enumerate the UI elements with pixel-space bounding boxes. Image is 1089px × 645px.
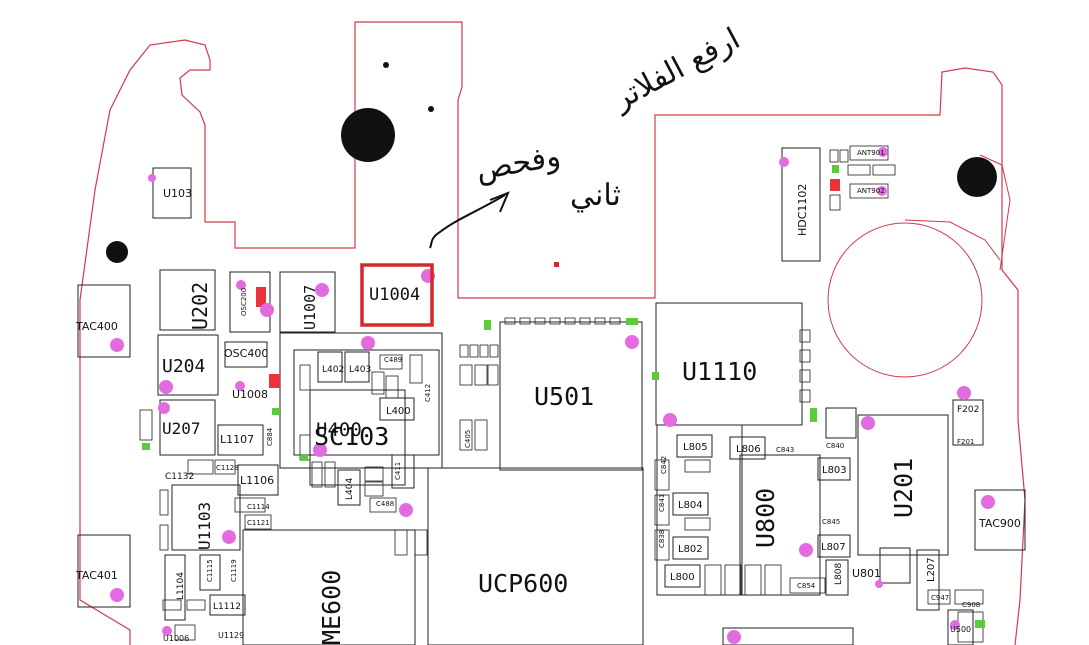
highlight-box: [360, 263, 434, 327]
label-L803: L803: [822, 465, 847, 476]
label-C854: C854: [797, 582, 816, 590]
label-ANT902: ANT902: [857, 187, 885, 195]
label-F202: F202: [957, 405, 979, 415]
label-U1103: U1103: [195, 502, 214, 550]
label-C838: C838: [658, 530, 666, 548]
label-TAC900: TAC900: [978, 517, 1021, 530]
handwritten-note: ارفع الفلاتر وفحص ثاني: [429, 21, 746, 249]
label-C1128: C1128: [216, 464, 239, 472]
label-L806: L806: [736, 444, 761, 455]
label-C1119: C1119: [230, 559, 238, 582]
label-C489: C489: [384, 356, 402, 364]
label-L1112: L1112: [213, 602, 241, 612]
label-C1115: C1115: [206, 559, 214, 582]
green-pads: [142, 165, 985, 628]
label-C841: C841: [658, 494, 666, 512]
note-line-bottom: ثاني: [570, 178, 621, 213]
label-C1121: C1121: [247, 519, 270, 527]
label-C488: C488: [376, 500, 394, 508]
label-U1008: U1008: [232, 388, 268, 401]
label-C405: C405: [464, 430, 472, 448]
label-ME600: ME600: [317, 570, 346, 645]
note-line-top: ارفع الفلاتر: [606, 21, 746, 118]
passive-pads: [139, 145, 984, 643]
label-TAC400: TAC400: [75, 320, 118, 333]
label-L1107: L1107: [220, 433, 254, 446]
label-C908: C908: [962, 601, 980, 609]
test-points: [110, 147, 995, 644]
label-L800: L800: [670, 572, 695, 583]
label-L1106: L1106: [240, 474, 274, 487]
label-F201: F201: [957, 438, 974, 446]
label-L802: L802: [678, 544, 703, 555]
mounting-hole: [341, 108, 395, 162]
label-L402: L402: [322, 365, 344, 375]
label-U201: U201: [889, 458, 918, 518]
label-U501: U501: [534, 382, 594, 411]
mounting-hole: [106, 241, 128, 263]
label-OSC200: OSC200: [240, 288, 248, 316]
label-U202: U202: [188, 282, 212, 330]
label-OSC400: OSC400: [224, 347, 268, 360]
label-U400: U400: [316, 419, 362, 441]
mounting-hole: [957, 157, 997, 197]
label-U800: U800: [751, 488, 780, 548]
label-L807: L807: [821, 542, 846, 553]
label-ANT901: ANT901: [857, 149, 885, 157]
label-L403: L403: [349, 365, 371, 375]
label-C840: C840: [826, 442, 844, 450]
label-U500: U500: [950, 625, 971, 634]
speaker-cutout: [827, 222, 983, 378]
label-U801: U801: [852, 567, 881, 580]
label-C947: C947: [931, 594, 949, 602]
label-C843: C843: [776, 446, 794, 454]
label-C411: C411: [394, 462, 402, 480]
label-C884: C884: [266, 427, 274, 446]
label-HDC1102: HDC1102: [796, 184, 809, 236]
note-line-middle: وفحص: [473, 139, 563, 188]
label-U207: U207: [162, 419, 201, 438]
component-labels: U501 U1110 UCP600 SC103 U400 ME600 U201 …: [75, 149, 1021, 645]
label-L804: L804: [678, 500, 703, 511]
label-TAC401: TAC401: [75, 569, 118, 582]
label-L400: L400: [386, 406, 411, 417]
label-L404: L404: [345, 478, 355, 500]
red-pads: [256, 179, 840, 388]
label-U204: U204: [162, 356, 205, 377]
label-U1007: U1007: [301, 285, 319, 330]
label-C412: C412: [424, 384, 432, 402]
label-UCP600: UCP600: [478, 569, 568, 598]
label-L207: L207: [926, 557, 937, 582]
label-SC103: SC103: [314, 422, 389, 451]
label-C1132: C1132: [165, 472, 194, 482]
label-U1129: U1129: [218, 631, 244, 640]
board-outline: [79, 21, 1026, 645]
label-U1006: U1006: [163, 634, 189, 643]
label-L1104: L1104: [176, 572, 186, 600]
label-C845: C845: [822, 518, 840, 526]
label-U1110: U1110: [682, 357, 757, 386]
label-C842: C842: [660, 456, 668, 474]
label-C1114: C1114: [247, 503, 270, 511]
label-L805: L805: [683, 442, 708, 453]
label-U103: U103: [163, 187, 192, 200]
label-L808: L808: [834, 563, 844, 585]
label-U1004: U1004: [369, 285, 420, 305]
